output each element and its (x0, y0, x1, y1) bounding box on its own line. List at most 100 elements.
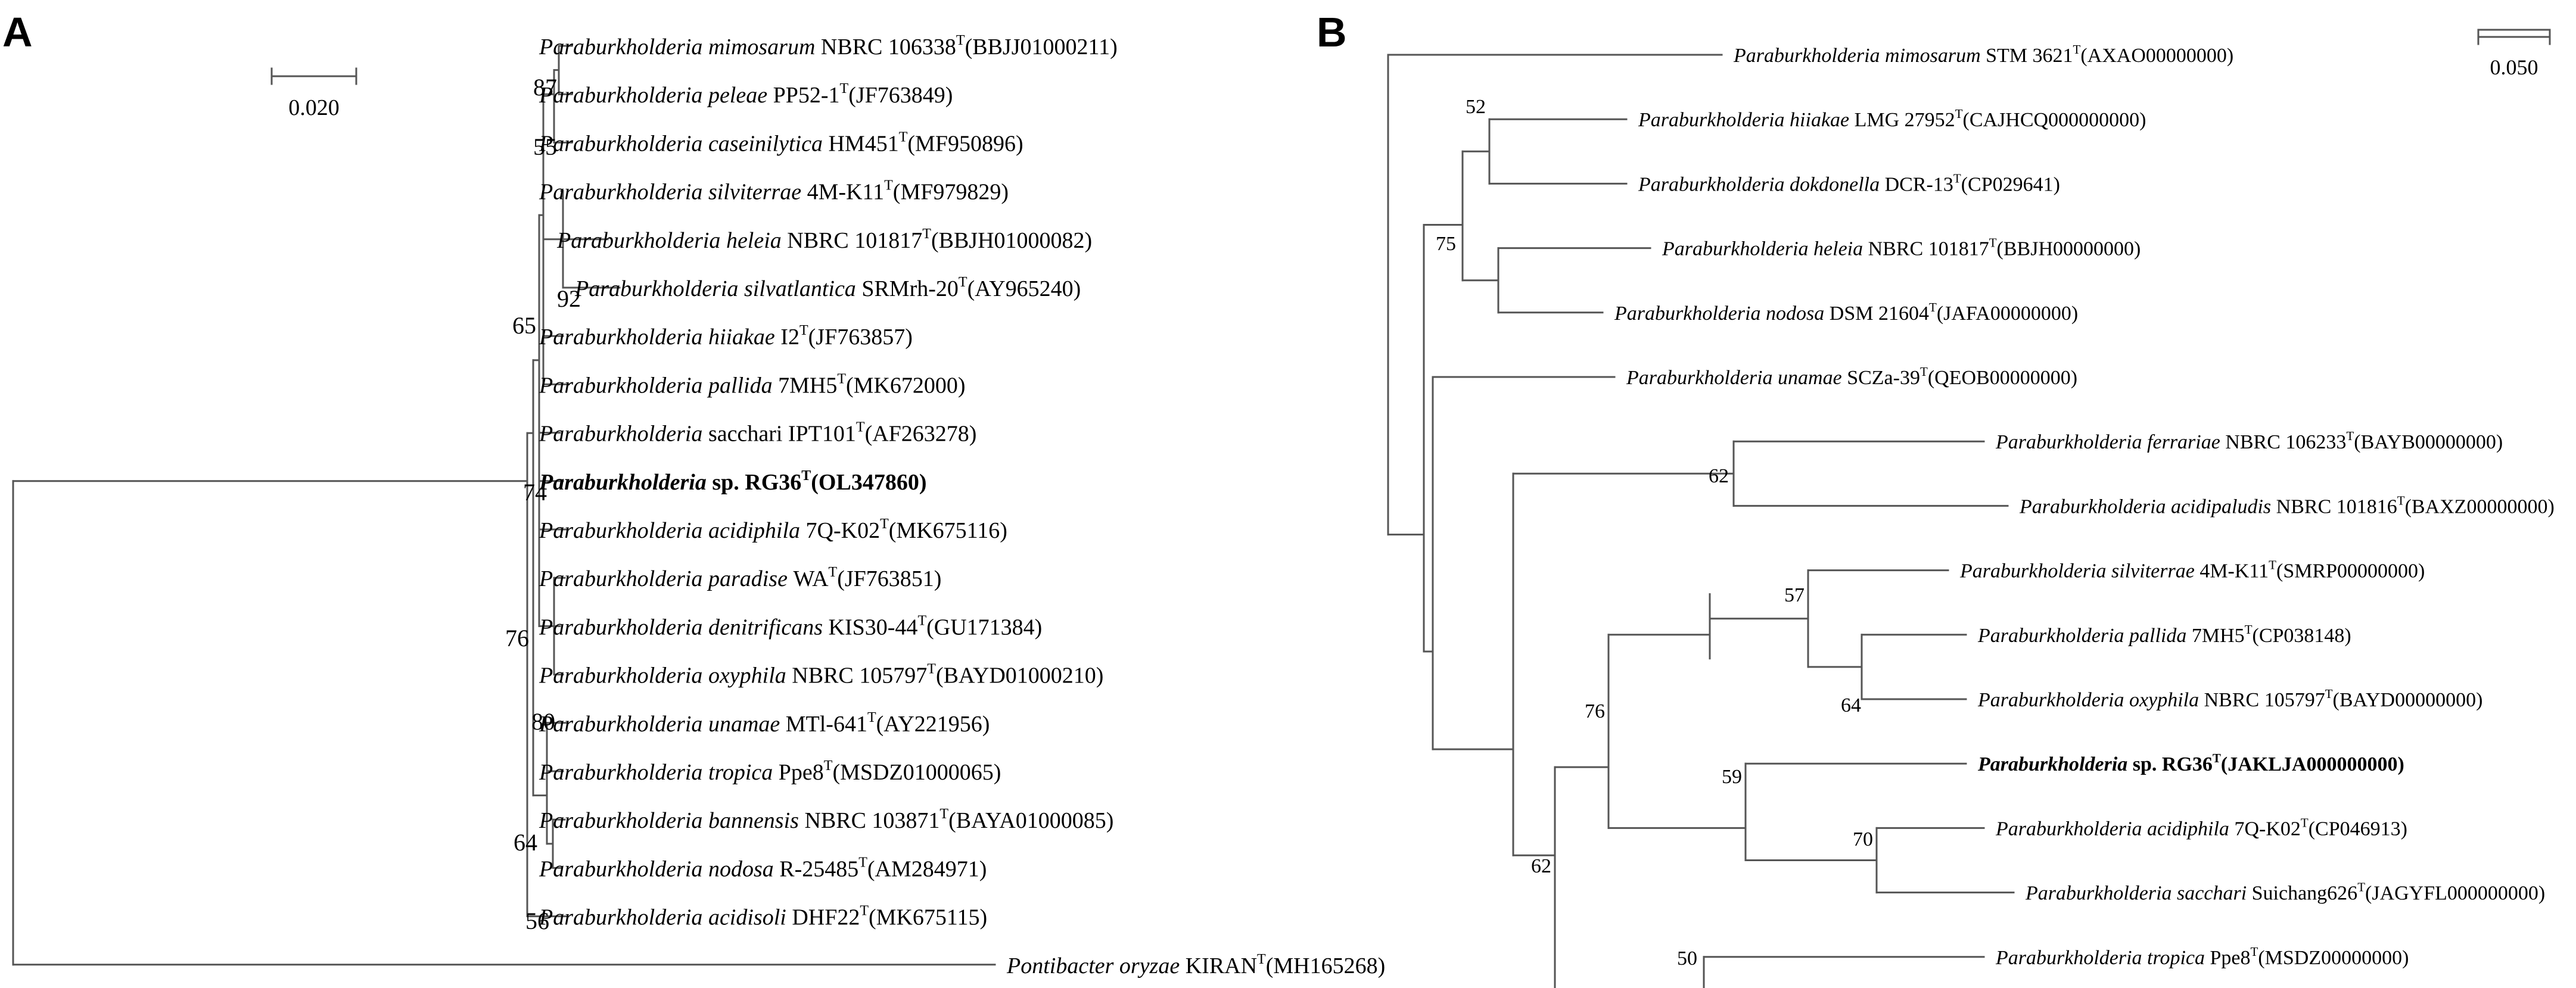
taxon-genus: Paraburkholderia (539, 663, 708, 688)
strain-name: 4M-K11 (2199, 560, 2269, 582)
type-strain-superscript: T (799, 323, 808, 338)
type-strain-superscript: T (1953, 171, 1961, 185)
leaf-label: Paraburkholderia unamae SCZa-39T(QEOB000… (1626, 364, 2077, 389)
bootstrap-value: 76 (1585, 700, 1605, 722)
accession-number: (CAJHCQ000000000) (1963, 109, 2146, 131)
bootstrap-value: 75 (1436, 233, 1456, 255)
accession-number: (JF763849) (848, 83, 953, 108)
taxon-species: caseinilytica (708, 131, 829, 156)
type-strain-superscript: T (922, 226, 931, 242)
accession-number: (CP029641) (1961, 173, 2060, 195)
strain-name: KIS30-44 (829, 615, 918, 640)
type-strain-superscript: T (1920, 364, 1928, 379)
accession-number: (QEOB00000000) (1928, 367, 2077, 389)
leaf-label: Paraburkholderia mimosarum NBRC 106338T(… (539, 33, 1118, 60)
type-strain-superscript: T (867, 710, 876, 725)
taxon-species: dokdonella (1790, 173, 1885, 195)
taxon-genus: Paraburkholderia (1614, 303, 1766, 325)
taxon-species: unamae (1778, 367, 1847, 389)
accession-number: (JAGYFL000000000) (2365, 883, 2545, 905)
taxon-genus: Paraburkholderia (1959, 560, 2111, 582)
type-strain-superscript: T (899, 129, 908, 145)
taxon-genus: Paraburkholderia (1995, 947, 2147, 969)
taxon-genus: Paraburkholderia (2025, 883, 2177, 905)
taxon-genus: Paraburkholderia (539, 808, 708, 833)
leaf-label: Paraburkholderia paradise WAT(JF763851) (539, 565, 941, 591)
type-strain-superscript: T (2357, 880, 2365, 895)
taxon-genus: Paraburkholderia (539, 83, 708, 108)
panel-letter-a: A (2, 9, 33, 55)
accession-number: (MK675115) (869, 905, 987, 930)
taxon-genus: Paraburkholderia (539, 180, 708, 205)
leaf-label: Paraburkholderia oxyphila NBRC 105797T(B… (539, 662, 1103, 688)
leaf-label: Paraburkholderia ferrariae NBRC 106233T(… (1995, 429, 2503, 453)
type-strain-superscript: T (939, 806, 948, 822)
leaf-label: Paraburkholderia acidipaludis NBRC 10181… (2019, 493, 2555, 518)
strain-name: SCZa-39 (1847, 367, 1920, 389)
strain-name: NBRC 101816 (2276, 495, 2397, 518)
accession-number: (BAYB00000000) (2354, 431, 2503, 453)
strain-name: sp. RG36 (712, 470, 801, 495)
accession-number: (AY221956) (876, 712, 990, 737)
strain-name: WA (793, 566, 829, 591)
strain-name: sp. RG36 (2133, 753, 2213, 775)
taxon-species: heleia (726, 228, 787, 253)
accession-number: (CP046913) (2309, 818, 2407, 840)
taxon-species: heleia (1813, 238, 1868, 260)
type-strain-superscript: T (858, 855, 867, 870)
leaf-label: Pontibacter oryzae KIRANT(MH165268) (1006, 952, 1385, 978)
leaf-label: Paraburkholderia unamae MTl-641T(AY22195… (539, 710, 990, 737)
type-strain-superscript: T (1257, 952, 1266, 967)
taxon-genus: Paraburkholderia (1626, 367, 1778, 389)
leaf-label: Paraburkholderia dokdonella DCR-13T(CP02… (1638, 171, 2060, 195)
taxon-genus: Paraburkholderia (1733, 45, 1885, 67)
taxon-genus: Paraburkholderia (539, 422, 708, 447)
type-strain-superscript: T (956, 33, 965, 48)
taxon-species: tropica (2147, 947, 2210, 969)
accession-number: (MF950896) (907, 131, 1023, 156)
leaf-label: Paraburkholderia nodosa R-25485T(AM28497… (539, 855, 987, 881)
taxon-species: oryzae (1119, 953, 1186, 978)
leaf-label: Paraburkholderia acidiphila 7Q-K02T(CP04… (1995, 815, 2407, 840)
taxon-genus: Paraburkholderia (539, 131, 708, 156)
strain-name: 7Q-K02 (2234, 818, 2300, 840)
leaf-label: Paraburkholderia hiiakae I2T(JF763857) (539, 323, 913, 350)
leaf-label: Paraburkholderia silvatlantica SRMrh-20T… (574, 275, 1081, 301)
leaf-label: Paraburkholderia heleia NBRC 101817T(BBJ… (556, 226, 1092, 253)
taxon-species: acidiphila (2147, 818, 2234, 840)
strain-name: Suichang626 (2252, 883, 2358, 905)
strain-name: DCR-13 (1885, 173, 1953, 195)
bootstrap-value: 87 (533, 74, 557, 101)
type-strain-superscript: T (829, 565, 838, 580)
type-strain-superscript: T (2073, 42, 2081, 57)
type-strain-superscript: T (824, 758, 833, 774)
strain-name: Ppe8 (779, 760, 824, 785)
taxon-species: silvatlantica (744, 276, 861, 301)
taxon-species: hiiakae (708, 325, 780, 350)
accession-number: (JF763857) (808, 325, 913, 350)
type-strain-superscript: T (2213, 751, 2221, 765)
taxon-species: pallida (707, 373, 778, 398)
taxon-genus: Paraburkholderia (539, 373, 708, 398)
taxon-genus: Paraburkholderia (1977, 625, 2129, 647)
strain-name: NBRC 103871 (804, 808, 939, 833)
strain-name: 7Q-K02 (806, 518, 881, 543)
accession-number: (MSDZ00000000) (2258, 947, 2409, 969)
type-strain-superscript: T (2397, 493, 2405, 507)
type-strain-superscript: T (917, 613, 926, 628)
taxon-species: acidipaludis (2171, 495, 2276, 518)
leaf-label: Paraburkholderia denitrificans KIS30-44T… (539, 613, 1042, 640)
accession-number: (MH165268) (1266, 953, 1386, 978)
taxon-species: sacchari (2177, 883, 2252, 905)
strain-name: NBRC 106338 (821, 35, 956, 60)
leaf-label: Paraburkholderia heleia NBRC 101817T(BBJ… (1662, 236, 2141, 260)
taxon-genus: Pontibacter (1006, 953, 1119, 978)
strain-name: sacchari IPT101 (708, 422, 856, 447)
type-strain-superscript: T (880, 516, 889, 532)
taxon-genus: Paraburkholderia (539, 712, 708, 737)
leaf-label: Paraburkholderia tropica Ppe8T(MSDZ01000… (539, 758, 1001, 785)
strain-name: Ppe8 (2210, 947, 2251, 969)
strain-name: 7MH5 (2192, 625, 2245, 647)
leaf-label: Paraburkholderia hiiakae LMG 27952T(CAJH… (1638, 107, 2146, 131)
